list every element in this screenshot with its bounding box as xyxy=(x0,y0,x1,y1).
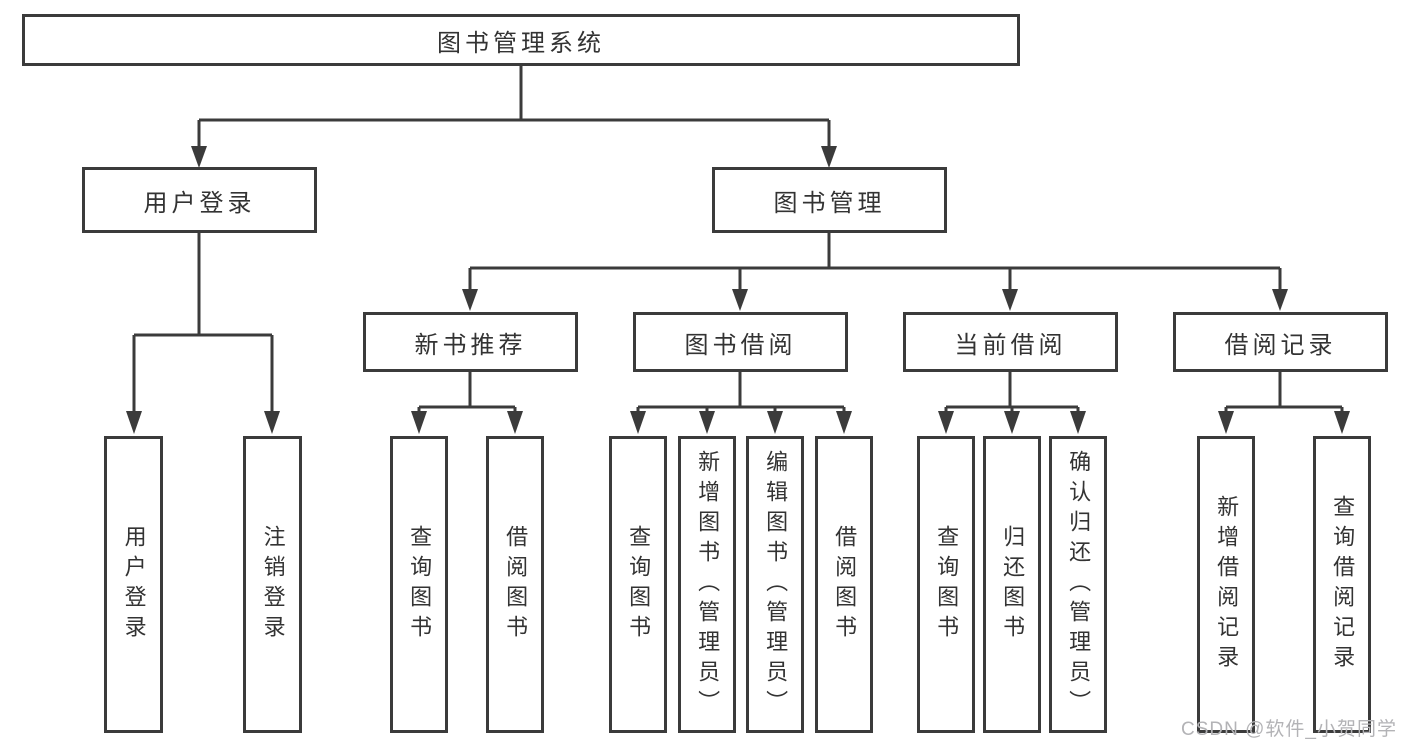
arrow-down-icon xyxy=(630,411,646,434)
connector-root-to-level2 xyxy=(191,66,837,168)
arrow-down-icon xyxy=(411,411,427,434)
leaf-query-books-1: 查询图书 xyxy=(390,436,448,733)
leaf-confirm-return-admin: 确认归还（管理员） xyxy=(1049,436,1107,733)
connector-user-login-to-leaves xyxy=(126,233,280,434)
leaf-edit-book-admin-label: 编辑图书（管理员） xyxy=(763,449,789,720)
connector-book-management-to-level3 xyxy=(462,233,1288,311)
arrow-down-icon xyxy=(1070,411,1086,434)
arrow-down-icon xyxy=(767,411,783,434)
node-new-book-recommend: 新书推荐 xyxy=(363,312,578,372)
arrow-down-icon xyxy=(1272,289,1288,311)
leaf-borrow-books-1: 借阅图书 xyxy=(486,436,544,733)
leaf-query-borrow-record-label: 查询借阅记录 xyxy=(1330,494,1356,675)
leaf-return-book-label: 归还图书 xyxy=(1000,524,1026,645)
leaf-query-books-3-label: 查询图书 xyxy=(934,524,960,645)
node-root-label: 图书管理系统 xyxy=(437,29,605,57)
leaf-add-borrow-record-label: 新增借阅记录 xyxy=(1214,494,1240,675)
arrow-down-icon xyxy=(126,411,142,434)
leaf-query-books-2: 查询图书 xyxy=(609,436,667,733)
leaf-borrow-books-1-label: 借阅图书 xyxy=(503,524,529,645)
leaf-add-borrow-record: 新增借阅记录 xyxy=(1197,436,1255,733)
arrow-down-icon xyxy=(836,411,852,434)
node-book-borrow: 图书借阅 xyxy=(633,312,848,372)
leaf-query-borrow-record: 查询借阅记录 xyxy=(1313,436,1371,733)
leaf-confirm-return-admin-label: 确认归还（管理员） xyxy=(1066,449,1092,720)
node-new-book-recommend-label: 新书推荐 xyxy=(414,331,527,359)
connector-current-borrow-to-leaves xyxy=(938,372,1086,434)
arrow-down-icon xyxy=(1334,411,1350,434)
arrow-down-icon xyxy=(699,411,715,434)
node-borrow-records-label: 借阅记录 xyxy=(1224,331,1337,359)
connector-new-book-recommend-to-leaves xyxy=(411,372,523,434)
node-book-borrow-label: 图书借阅 xyxy=(684,331,797,359)
leaf-logout-label: 注销登录 xyxy=(260,524,286,645)
arrow-down-icon xyxy=(938,411,954,434)
node-user-login-label: 用户登录 xyxy=(143,189,256,217)
connector-borrow-records-to-leaves xyxy=(1218,372,1350,434)
node-book-management-label: 图书管理 xyxy=(773,189,886,217)
arrow-down-icon xyxy=(1004,411,1020,434)
node-book-management: 图书管理 xyxy=(712,167,947,233)
node-current-borrow-label: 当前借阅 xyxy=(954,331,1067,359)
leaf-borrow-books-2-label: 借阅图书 xyxy=(832,524,858,645)
arrow-down-icon xyxy=(1002,289,1018,311)
leaf-query-books-3: 查询图书 xyxy=(917,436,975,733)
leaf-add-book-admin: 新增图书（管理员） xyxy=(678,436,736,733)
leaf-logout: 注销登录 xyxy=(243,436,302,733)
arrow-down-icon xyxy=(732,289,748,311)
node-current-borrow: 当前借阅 xyxy=(903,312,1118,372)
arrow-down-icon xyxy=(462,289,478,311)
leaf-return-book: 归还图书 xyxy=(983,436,1041,733)
arrow-down-icon xyxy=(191,146,207,168)
node-root: 图书管理系统 xyxy=(22,14,1020,66)
leaf-user-login-label: 用户登录 xyxy=(121,524,147,645)
leaf-add-book-admin-label: 新增图书（管理员） xyxy=(695,449,721,720)
arrow-down-icon xyxy=(821,146,837,168)
watermark: CSDN @软件_小贺同学 xyxy=(1181,719,1397,740)
leaf-borrow-books-2: 借阅图书 xyxy=(815,436,873,733)
connector-book-borrow-to-leaves xyxy=(630,372,852,434)
leaf-edit-book-admin: 编辑图书（管理员） xyxy=(746,436,804,733)
leaf-query-books-2-label: 查询图书 xyxy=(626,524,652,645)
node-user-login: 用户登录 xyxy=(82,167,317,233)
arrow-down-icon xyxy=(1218,411,1234,434)
arrow-down-icon xyxy=(264,411,280,434)
leaf-user-login: 用户登录 xyxy=(104,436,163,733)
node-borrow-records: 借阅记录 xyxy=(1173,312,1388,372)
leaf-query-books-1-label: 查询图书 xyxy=(407,524,433,645)
arrow-down-icon xyxy=(507,411,523,434)
